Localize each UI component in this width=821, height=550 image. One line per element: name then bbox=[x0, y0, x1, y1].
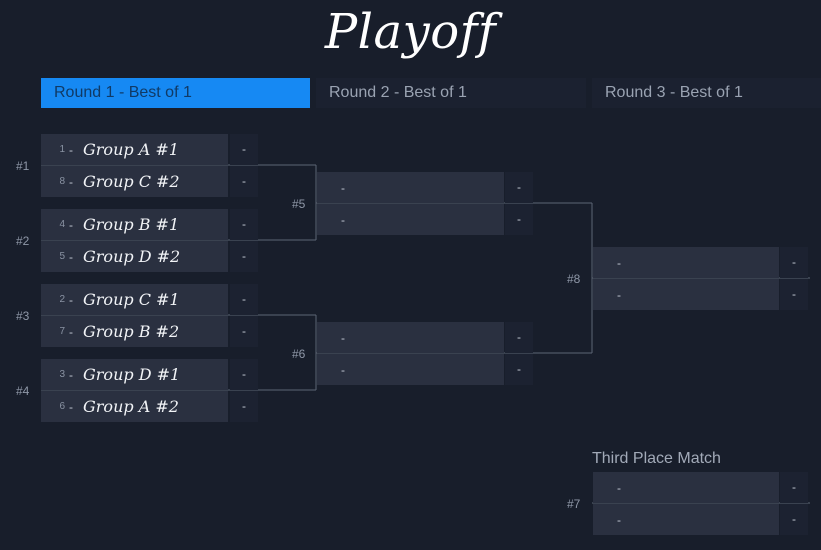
third-place-title: Third Place Match bbox=[592, 450, 721, 467]
seed-separator: - bbox=[69, 249, 73, 264]
team-row[interactable]: - bbox=[317, 204, 504, 235]
seed-number: 7 bbox=[59, 326, 65, 337]
team-score: - bbox=[230, 166, 258, 197]
seed-number: 3 bbox=[59, 369, 65, 380]
match-label-5: #5 bbox=[292, 197, 306, 211]
team-name: - bbox=[341, 330, 345, 345]
seed-number: 5 bbox=[59, 251, 65, 262]
team-name: - bbox=[617, 512, 621, 527]
team-row[interactable]: - bbox=[593, 472, 779, 503]
seed-separator: - bbox=[69, 217, 73, 232]
team-score: - bbox=[780, 279, 808, 310]
team-row[interactable]: - bbox=[317, 322, 504, 353]
team-name: Group B #2 bbox=[83, 322, 180, 341]
seed-number: 6 bbox=[59, 401, 65, 412]
team-score: - bbox=[230, 284, 258, 315]
team-name: - bbox=[617, 287, 621, 302]
team-score: - bbox=[505, 204, 533, 235]
team-name: - bbox=[617, 480, 621, 495]
team-name: Group D #1 bbox=[83, 365, 181, 384]
team-row[interactable]: 5 - Group D #2 bbox=[41, 241, 228, 272]
team-name: - bbox=[617, 255, 621, 270]
team-score: - bbox=[780, 504, 808, 535]
seed-separator: - bbox=[69, 174, 73, 189]
tab-round-3[interactable]: Round 3 - Best of 1 bbox=[592, 78, 821, 108]
team-score: - bbox=[505, 354, 533, 385]
seed-number: 8 bbox=[59, 176, 65, 187]
team-name: Group C #2 bbox=[83, 172, 180, 191]
seed-separator: - bbox=[69, 399, 73, 414]
team-score: - bbox=[230, 241, 258, 272]
team-row[interactable]: 7 - Group B #2 bbox=[41, 316, 228, 347]
team-row[interactable]: - bbox=[317, 354, 504, 385]
match-label-7: #7 bbox=[567, 497, 581, 511]
seed-separator: - bbox=[69, 367, 73, 382]
team-name: Group B #1 bbox=[83, 215, 180, 234]
team-row[interactable]: - bbox=[593, 279, 779, 310]
team-row[interactable]: 2 - Group C #1 bbox=[41, 284, 228, 315]
team-score: - bbox=[230, 359, 258, 390]
team-name: Group A #1 bbox=[83, 140, 179, 159]
page-title: Playoff bbox=[324, 4, 497, 60]
team-row[interactable]: 6 - Group A #2 bbox=[41, 391, 228, 422]
team-name: Group D #2 bbox=[83, 247, 181, 266]
tab-round-1[interactable]: Round 1 - Best of 1 bbox=[41, 78, 310, 108]
team-name: - bbox=[341, 180, 345, 195]
team-score: - bbox=[780, 247, 808, 278]
team-score: - bbox=[230, 134, 258, 165]
team-row[interactable]: 1 - Group A #1 bbox=[41, 134, 228, 165]
team-name: Group C #1 bbox=[83, 290, 180, 309]
seed-separator: - bbox=[69, 324, 73, 339]
seed-number: 2 bbox=[59, 294, 65, 305]
team-row[interactable]: - bbox=[593, 504, 779, 535]
tab-round-2[interactable]: Round 2 - Best of 1 bbox=[316, 78, 586, 108]
team-score: - bbox=[505, 172, 533, 203]
team-row[interactable]: 4 - Group B #1 bbox=[41, 209, 228, 240]
match-label-1: #1 bbox=[16, 159, 30, 173]
team-score: - bbox=[780, 472, 808, 503]
match-label-2: #2 bbox=[16, 234, 30, 248]
team-row[interactable]: 8 - Group C #2 bbox=[41, 166, 228, 197]
seed-separator: - bbox=[69, 142, 73, 157]
team-name: Group A #2 bbox=[83, 397, 179, 416]
seed-separator: - bbox=[69, 292, 73, 307]
match-label-6: #6 bbox=[292, 347, 306, 361]
team-score: - bbox=[505, 322, 533, 353]
match-label-3: #3 bbox=[16, 309, 30, 323]
seed-number: 4 bbox=[59, 219, 65, 230]
team-score: - bbox=[230, 209, 258, 240]
seed-number: 1 bbox=[59, 144, 65, 155]
team-score: - bbox=[230, 316, 258, 347]
match-label-4: #4 bbox=[16, 384, 30, 398]
team-row[interactable]: 3 - Group D #1 bbox=[41, 359, 228, 390]
team-name: - bbox=[341, 362, 345, 377]
match-label-8: #8 bbox=[567, 272, 581, 286]
team-row[interactable]: - bbox=[593, 247, 779, 278]
team-score: - bbox=[230, 391, 258, 422]
team-name: - bbox=[341, 212, 345, 227]
team-row[interactable]: - bbox=[317, 172, 504, 203]
